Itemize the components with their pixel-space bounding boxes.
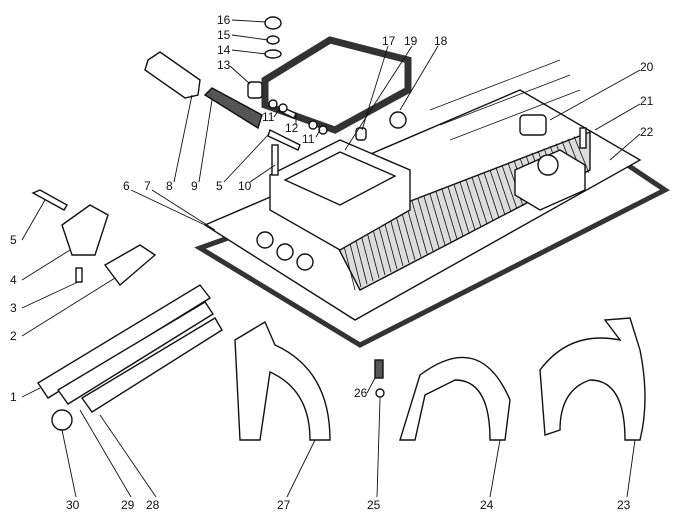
callout-21: 21	[640, 94, 654, 108]
callout-18: 18	[434, 34, 448, 48]
rib-hatch	[435, 191, 452, 243]
rib-hatch	[465, 179, 482, 228]
callout-11b: 11	[302, 132, 315, 146]
screw-3	[75, 267, 83, 283]
breather-18	[389, 111, 407, 129]
rib-hatch	[501, 165, 518, 210]
callout-2: 2	[10, 329, 17, 343]
plug-8	[144, 51, 201, 99]
callout-11: 11	[262, 110, 275, 124]
callout-8: 8	[166, 179, 173, 193]
callout-22: 22	[640, 125, 654, 139]
nut-washers	[247, 16, 282, 99]
callout-24: 24	[480, 498, 494, 512]
rib-hatch	[405, 203, 422, 258]
callout-13: 13	[217, 58, 231, 72]
callout-15: 15	[217, 28, 231, 42]
rib-hatch	[411, 201, 428, 255]
callout-20: 20	[640, 60, 654, 74]
callout-5: 5	[216, 179, 223, 193]
callout-27: 27	[277, 498, 291, 512]
rib-hatch	[495, 167, 512, 213]
fork-27	[234, 320, 331, 441]
leader-lines	[21, 19, 641, 498]
rib-hatch	[483, 172, 500, 219]
callout-17: 17	[382, 34, 396, 48]
rib-hatch	[477, 174, 494, 222]
callout-10: 10	[238, 179, 252, 193]
callout-1: 1	[10, 390, 17, 404]
plug-30	[51, 409, 73, 431]
fork-24	[399, 356, 511, 441]
rib-hatch	[489, 169, 506, 216]
callout-28: 28	[146, 498, 160, 512]
callout-25: 25	[367, 498, 381, 512]
stud-10	[271, 144, 279, 176]
callout-3: 3	[10, 301, 17, 315]
rib-hatch	[417, 198, 434, 252]
rib-hatch	[447, 186, 464, 237]
fork-23	[539, 317, 646, 441]
callout-29: 29	[121, 498, 135, 512]
spring-9	[203, 87, 263, 130]
lever-4	[61, 204, 109, 256]
callout-12: 12	[285, 121, 299, 135]
callout-7: 7	[144, 179, 151, 193]
head-2	[103, 244, 157, 287]
rib-hatch	[423, 196, 440, 249]
rib-hatch	[573, 136, 590, 174]
rib-hatch	[459, 181, 476, 231]
rib-hatch	[429, 193, 446, 246]
gearbox-cover-housing	[203, 59, 642, 321]
callout-5b: 5	[10, 233, 17, 247]
rib-hatch	[453, 184, 470, 234]
callout-9: 9	[191, 179, 198, 193]
callout-4: 4	[10, 273, 17, 287]
spring-26	[374, 359, 384, 379]
callout-14: 14	[217, 43, 231, 57]
shift-rods	[37, 284, 223, 413]
callout-23: 23	[617, 498, 631, 512]
rib-hatch	[441, 189, 458, 240]
rib-hatch	[471, 177, 488, 225]
callout-19: 19	[404, 34, 418, 48]
callout-labels: 16 15 14 13 17 19 18 20 21 22 11 12 11 8…	[10, 13, 654, 512]
callout-6: 6	[123, 179, 130, 193]
bolt-5	[31, 189, 68, 211]
callout-30: 30	[66, 498, 80, 512]
callout-26: 26	[354, 386, 368, 400]
callout-16: 16	[217, 13, 231, 27]
